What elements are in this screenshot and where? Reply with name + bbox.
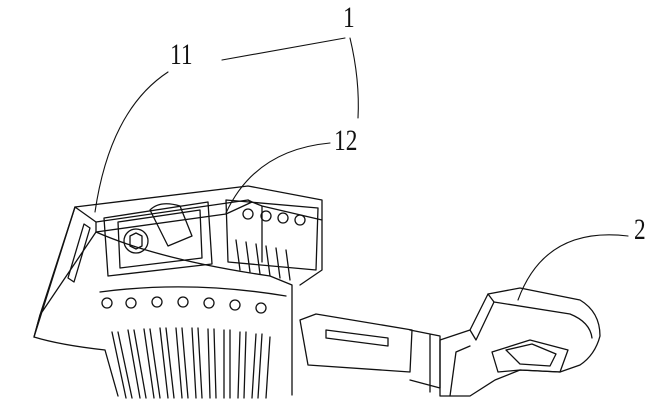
- housing-front-face: [33, 206, 119, 397]
- handle-top-rib: [487, 293, 593, 339]
- front-panel: [99, 286, 287, 399]
- shaft-body: [299, 313, 413, 373]
- window-inner: [117, 209, 203, 269]
- handle-opening-inner: [505, 343, 557, 367]
- leader-line-12: [225, 142, 331, 214]
- vent-hole: [229, 299, 241, 311]
- panel-slats: [111, 327, 271, 399]
- window-frame: [103, 201, 213, 277]
- reference-numeral-12: 12: [334, 124, 358, 157]
- vent-hole: [260, 210, 272, 222]
- vent-hole: [151, 296, 163, 308]
- reference-numeral-2: 2: [634, 213, 646, 246]
- part-2-handle: [439, 287, 601, 397]
- vent-hole: [294, 214, 306, 226]
- shaft-flange: [409, 329, 441, 393]
- block-outline: [225, 199, 319, 271]
- panel-top-edge: [99, 286, 287, 297]
- housing-11: [33, 185, 323, 397]
- vent-hole: [242, 208, 254, 220]
- hex-screw-icon: [123, 228, 149, 254]
- handle-lower-edge: [449, 345, 471, 397]
- vent-hole: [277, 212, 289, 224]
- vent-hole: [255, 302, 267, 314]
- panel-slat-bottoms: [117, 327, 263, 399]
- window-mechanism: [149, 203, 193, 247]
- vent-hole: [177, 296, 189, 308]
- connector-shaft: [299, 313, 441, 393]
- vent-hole: [101, 297, 113, 309]
- shaft-slot: [325, 329, 389, 347]
- adjust-window: [103, 201, 213, 277]
- leader-line-2: [517, 234, 629, 301]
- handle-outline: [439, 287, 601, 397]
- reference-numeral-11: 11: [170, 38, 193, 71]
- handle-opening: [491, 339, 569, 373]
- handle-inner-rim: [469, 301, 495, 341]
- perforated-block-12: [225, 199, 319, 281]
- vent-hole: [203, 297, 215, 309]
- hex-socket: [129, 232, 143, 250]
- leader-lines: [94, 37, 629, 301]
- leader-line-1-to-12: [349, 37, 359, 119]
- leader-line-11: [94, 71, 169, 213]
- leader-line-1-to-11: [221, 37, 346, 61]
- reference-numeral-1: 1: [343, 1, 355, 34]
- housing-side-wall: [261, 205, 323, 286]
- housing-left-slot: [67, 223, 91, 283]
- vent-hole: [125, 297, 137, 309]
- inner-fins: [235, 239, 291, 281]
